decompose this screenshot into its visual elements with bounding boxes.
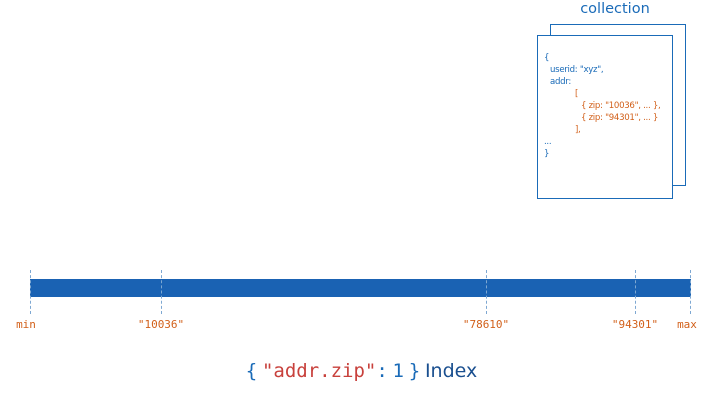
doc-line-ellipsis: ... bbox=[544, 137, 552, 147]
collection-title: collection bbox=[580, 1, 650, 17]
index-value: 1 bbox=[392, 360, 404, 382]
doc-line-open-brace: { bbox=[544, 53, 550, 63]
index-open-brace: { bbox=[245, 360, 258, 382]
doc-line-zip-10036: { zip: "10036", ... }, bbox=[581, 101, 661, 111]
index-key: "addr.zip" bbox=[261, 360, 377, 382]
tick-label-min: min bbox=[16, 318, 36, 331]
doc-line-userid: userid: "xyz", bbox=[550, 65, 604, 75]
tick-label-max: max bbox=[677, 318, 697, 331]
doc-line-zip-94301: { zip: "94301", ... } bbox=[581, 113, 658, 123]
document-front-page: { userid: "xyz", addr: [ { zip: "10036",… bbox=[537, 35, 673, 199]
tick-line-94301 bbox=[635, 270, 636, 314]
tick-label-10036: "10036" bbox=[137, 318, 185, 331]
doc-line-close-brace: } bbox=[544, 149, 550, 159]
index-range-bar bbox=[30, 279, 691, 297]
tick-line-78610 bbox=[486, 270, 487, 314]
tick-label-94301: "94301" bbox=[611, 318, 659, 331]
doc-line-array-close: ], bbox=[575, 125, 581, 135]
tick-line-10036 bbox=[161, 270, 162, 314]
index-colon: : bbox=[376, 360, 388, 382]
tick-line-min bbox=[30, 270, 31, 314]
tick-label-78610: "78610" bbox=[462, 318, 510, 331]
index-close-brace: } bbox=[408, 360, 421, 382]
doc-line-array-open: [ bbox=[575, 89, 579, 99]
index-title: { "addr.zip": 1 } Index bbox=[0, 360, 723, 383]
tick-line-max bbox=[690, 270, 691, 314]
doc-line-addr: addr: bbox=[550, 77, 571, 87]
index-word: Index bbox=[424, 360, 478, 382]
